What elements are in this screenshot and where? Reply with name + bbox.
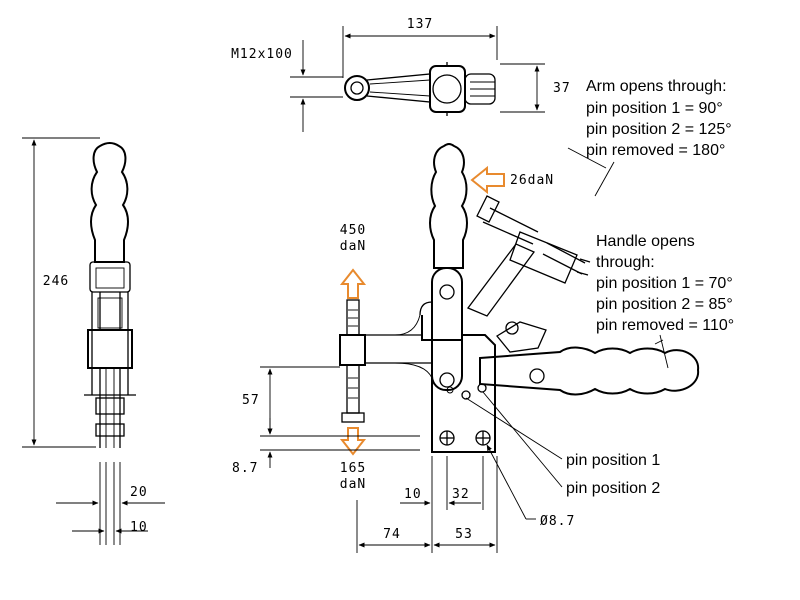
handle-note-line-3: pin position 1 = 70° (596, 275, 733, 292)
handle-note-line-2: through: (596, 254, 655, 271)
pin-position-2-label: pin position 2 (566, 480, 660, 497)
dim-bolt-thread-label: M12x100 (231, 47, 293, 62)
dim-side-width-outer-label: 20 (130, 485, 148, 500)
dim-overall-height: 246 (22, 137, 100, 448)
pin-position-1-label: pin position 1 (566, 452, 660, 469)
dim-top-width-label: 137 (407, 17, 433, 32)
pin-callouts: pin position 1 pin position 2 (465, 391, 660, 497)
dim-overall-height-label: 246 (43, 274, 69, 289)
dim-hole-diameter: Ø8.7 (486, 444, 575, 529)
dim-base-offset-label: 74 (383, 527, 401, 542)
dim-hole-spacing-small-label: 10 (404, 487, 422, 502)
handle-note-line-1: Handle opens (596, 233, 695, 250)
side-view (84, 142, 136, 448)
lower-force-unit: daN (340, 477, 366, 492)
handle-note-line-4: pin position 2 = 85° (596, 296, 733, 313)
dim-base-thickness-label: 8.7 (232, 461, 258, 476)
upper-force-unit: daN (340, 239, 366, 254)
dim-spindle-height: 57 8.7 (232, 366, 420, 476)
handle-force-arrow-shape (470, 165, 505, 195)
arm-note-line-3: pin position 2 = 125° (586, 121, 732, 138)
dim-base-widths: 74 53 (356, 500, 496, 553)
dim-top-height: 37 (500, 63, 571, 113)
dim-hole-spacing: 10 32 (400, 456, 498, 553)
dim-hole-diameter-label: Ø8.7 (540, 514, 575, 529)
dim-hole-spacing-label: 32 (452, 487, 470, 502)
arm-note-line-2: pin position 1 = 90° (586, 100, 723, 117)
dim-top-height-label: 37 (553, 81, 571, 96)
top-view (344, 62, 496, 116)
dim-base-width-label: 53 (455, 527, 473, 542)
handle-force-label: 26daN (510, 173, 554, 188)
arm-note-line-4: pin removed = 180° (586, 142, 725, 159)
handle-opening-note: Handle opens through: pin position 1 = 7… (596, 233, 734, 369)
lower-force-value: 165 (340, 461, 366, 476)
dim-side-width-inner-label: 10 (130, 520, 148, 535)
handle-note-line-5: pin removed = 110° (596, 317, 734, 334)
dim-side-widths: 20 10 (56, 462, 165, 545)
arm-note-line-1: Arm opens through: (586, 78, 727, 95)
dim-top-width: 137 (342, 17, 498, 78)
front-view (339, 143, 700, 453)
lower-force-arrow-shape (339, 427, 367, 456)
dim-spindle-height-label: 57 (242, 393, 260, 408)
upper-force-arrow-shape (339, 268, 367, 299)
dim-bolt-thread: M12x100 (231, 40, 343, 132)
upper-force-value: 450 (340, 223, 366, 238)
arm-opening-note: Arm opens through: pin position 1 = 90° … (567, 78, 732, 197)
force-arrows: 450 daN 165 daN 26daN (339, 165, 554, 492)
